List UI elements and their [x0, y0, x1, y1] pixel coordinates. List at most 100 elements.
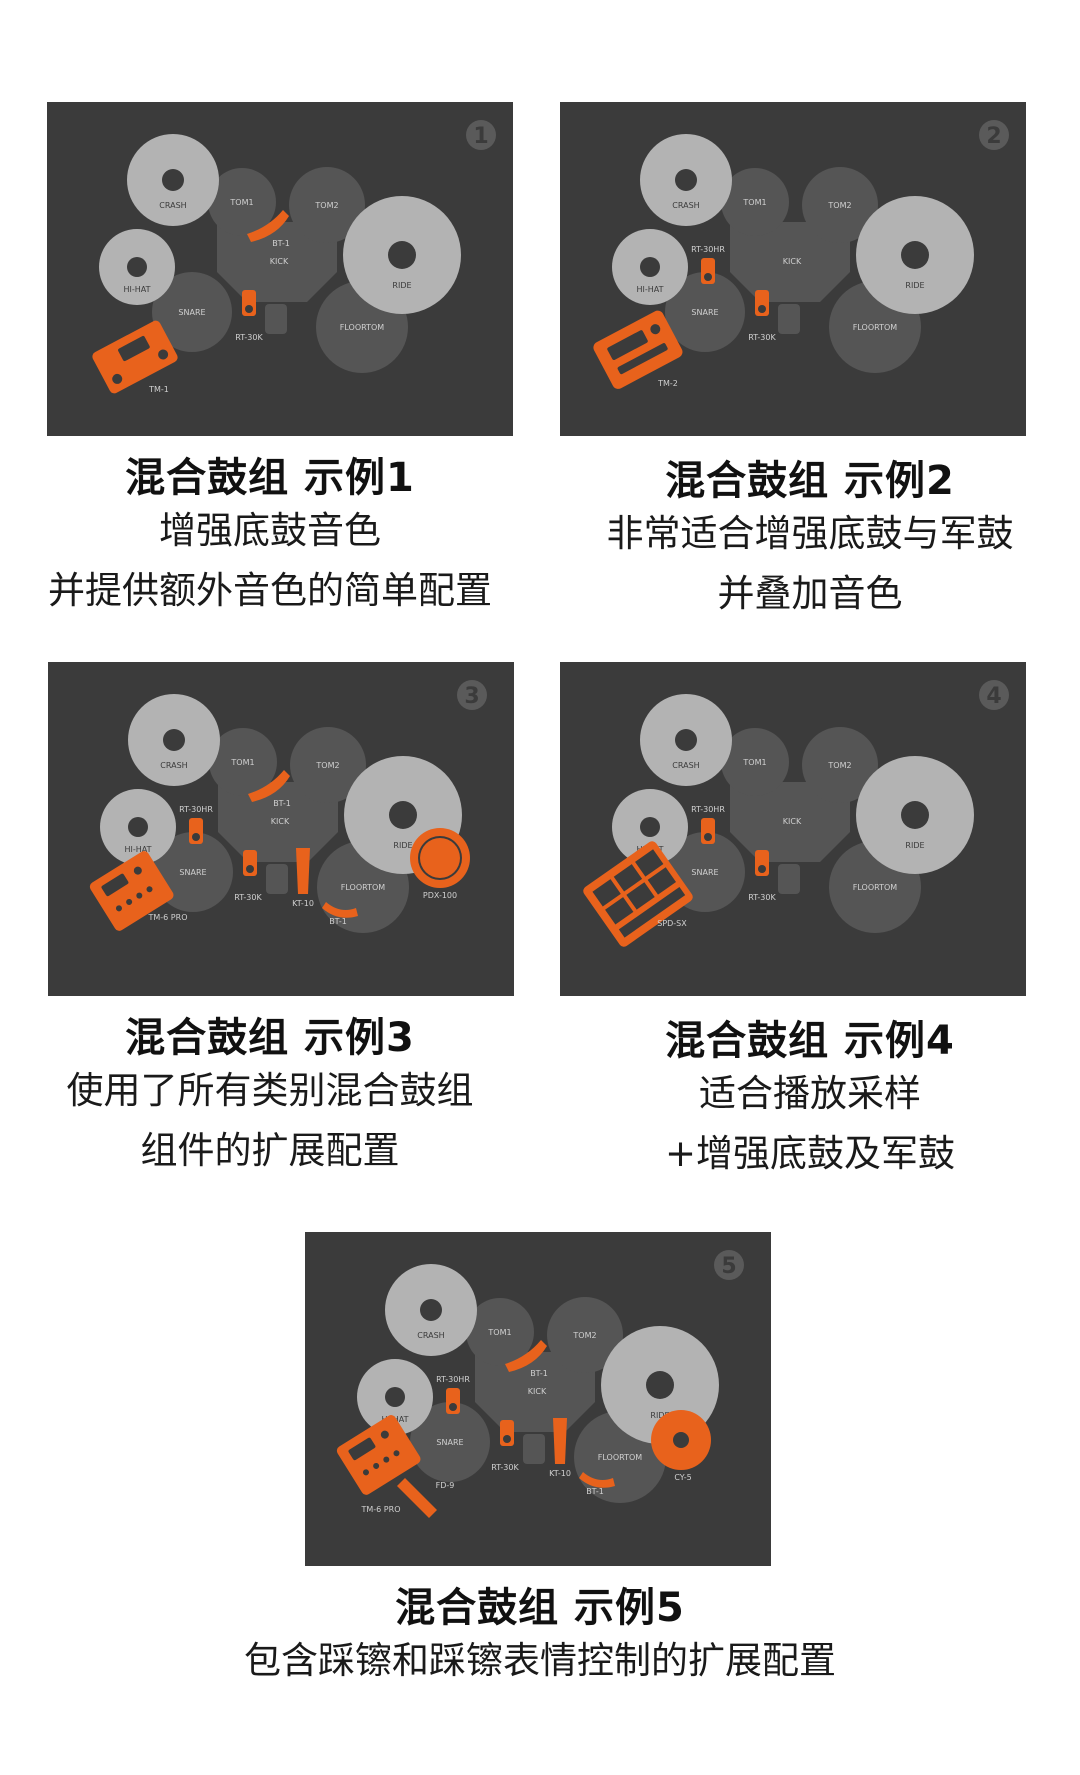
fd9-pedal	[397, 1478, 437, 1518]
drum-diagram-5: 5 KICK TOM1 TOM2 SNARE FLOORTOM CRASH HI…	[305, 1232, 771, 1566]
module-label: TM-1	[148, 385, 169, 394]
floortom-label: FLOORTOM	[340, 323, 385, 332]
cy5-label: CY-5	[674, 1473, 691, 1482]
tom2-label: TOM2	[827, 201, 851, 210]
badge-number: 1	[473, 124, 488, 149]
example-title: 混合鼓组 示例1	[125, 455, 415, 501]
rt30hr-label: RT-30HR	[691, 245, 725, 254]
snare-label: SNARE	[691, 868, 718, 877]
badge-number: 5	[721, 1254, 736, 1279]
snare-label: SNARE	[178, 308, 205, 317]
rt30k-label: RT-30K	[748, 333, 776, 342]
example-line-2: 并提供额外音色的简单配置	[48, 569, 492, 612]
spdsx-module	[583, 841, 693, 947]
example-title: 混合鼓组 示例5	[395, 1585, 685, 1631]
floortom-label: FLOORTOM	[853, 883, 898, 892]
tom2-pad	[289, 167, 365, 243]
example-1: 1 KICK TOM1 TOM2 SNARE FLOORTOM CRASH HI…	[0, 0, 540, 620]
snare-label: SNARE	[691, 308, 718, 317]
kick-label: KICK	[783, 817, 802, 826]
tm2-module	[593, 310, 683, 389]
tom2-label: TOM2	[572, 1331, 596, 1340]
tom1-pad	[208, 168, 276, 236]
ride-label: RIDE	[905, 281, 924, 290]
example-line-2: 并叠加音色	[717, 572, 903, 615]
kick-label: KICK	[271, 817, 290, 826]
tom1-label: TOM1	[230, 758, 254, 767]
floortom-label: FLOORTOM	[341, 883, 386, 892]
rt30k-label: RT-30K	[491, 1463, 519, 1472]
hihat-label: HI-HAT	[636, 285, 663, 294]
bt1-label: BT-1	[530, 1369, 548, 1378]
example-line-2: 组件的扩展配置	[140, 1129, 400, 1172]
rt30hr-label: RT-30HR	[436, 1375, 470, 1384]
tom2-label: TOM2	[315, 761, 339, 770]
module-label: TM-6 PRO	[148, 913, 188, 922]
module-label: TM-2	[657, 379, 678, 388]
badge-number: 4	[986, 684, 1001, 709]
example-3: 3 KICK TOM1 TOM2 SNARE FLOORTOM CRASH HI…	[0, 620, 540, 1180]
kick-pedal	[265, 304, 287, 334]
bt1-trigger	[247, 210, 289, 242]
rt30hr-label: RT-30HR	[179, 805, 213, 814]
tom1-label: TOM1	[742, 758, 766, 767]
example-4: 4 KICK TOM1 TOM2 SNARE FLOORTOM CRASH HI…	[540, 620, 1080, 1180]
tm6pro-module	[89, 851, 174, 931]
example-line-1: 增强底鼓音色	[159, 509, 381, 552]
tm1-module	[92, 320, 178, 394]
example-line-1: 非常适合增强底鼓与军鼓	[606, 512, 1014, 555]
floortom-label: FLOORTOM	[853, 323, 898, 332]
ride-label: RIDE	[393, 841, 412, 850]
kt10-pedal	[296, 848, 310, 894]
tom1-label: TOM1	[487, 1328, 511, 1337]
tm6pro-module	[336, 1415, 421, 1495]
kick-pad	[217, 222, 337, 302]
drum-diagram-2: 2 KICK TOM1 TOM2 SNARE FLOORTOM CRASH HI…	[560, 102, 1026, 436]
kt10-label: KT-10	[549, 1469, 571, 1478]
drum-diagram-1: 1 KICK TOM1 TOM2 SNARE FLOORTOM CRASH HI…	[47, 102, 513, 436]
kick-label: KICK	[528, 1387, 547, 1396]
bt1b-label: BT-1	[329, 917, 347, 926]
crash-label: CRASH	[417, 1331, 444, 1340]
example-title: 混合鼓组 示例4	[665, 1018, 955, 1064]
ride-label: RIDE	[905, 841, 924, 850]
example-line-1: 包含踩镲和踩镲表情控制的扩展配置	[244, 1639, 836, 1682]
drum-diagram-3: 3 KICK TOM1 TOM2 SNARE FLOORTOM CRASH HI…	[48, 662, 514, 996]
module-label: TM-6 PRO	[361, 1505, 401, 1514]
rt30k-label: RT-30K	[235, 333, 263, 342]
ride-label: RIDE	[650, 1411, 669, 1420]
module-label: SPD-SX	[657, 919, 687, 928]
bt1-label: BT-1	[273, 799, 291, 808]
tom1-label: TOM1	[229, 198, 253, 207]
ride-label: RIDE	[392, 281, 411, 290]
drum-diagram-4: 4 KICK TOM1 TOM2 SNARE FLOORTOM CRASH HI…	[560, 662, 1026, 996]
badge-number: 3	[464, 684, 479, 709]
tom2-label: TOM2	[314, 201, 338, 210]
example-title: 混合鼓组 示例2	[665, 458, 955, 504]
badge-circle	[466, 120, 496, 150]
fd9-label: FD-9	[436, 1481, 455, 1490]
rt30hr-label: RT-30HR	[691, 805, 725, 814]
snare-label: SNARE	[179, 868, 206, 877]
floortom-label: FLOORTOM	[598, 1453, 643, 1462]
tom1-label: TOM1	[742, 198, 766, 207]
example-line-2: +增强底鼓及军鼓	[664, 1132, 955, 1175]
example-line-1: 适合播放采样	[699, 1072, 921, 1115]
rt30k-label: RT-30K	[234, 893, 262, 902]
hihat-label: HI-HAT	[124, 845, 151, 854]
crash-label: CRASH	[160, 761, 187, 770]
snare-label: SNARE	[436, 1438, 463, 1447]
crash-label: CRASH	[159, 201, 186, 210]
crash-label: CRASH	[672, 201, 699, 210]
snare-pad	[152, 272, 232, 352]
kick-label: KICK	[783, 257, 802, 266]
example-5: 5 KICK TOM1 TOM2 SNARE FLOORTOM CRASH HI…	[0, 1180, 1080, 1775]
hihat-label: HI-HAT	[123, 285, 150, 294]
badge-number: 2	[986, 124, 1001, 149]
bt1-label: BT-1	[272, 239, 290, 248]
tom2-label: TOM2	[827, 761, 851, 770]
kick-label: KICK	[270, 257, 289, 266]
example-2: 2 KICK TOM1 TOM2 SNARE FLOORTOM CRASH HI…	[540, 0, 1080, 620]
bt1b-label: BT-1	[586, 1487, 604, 1496]
crash-label: CRASH	[672, 761, 699, 770]
